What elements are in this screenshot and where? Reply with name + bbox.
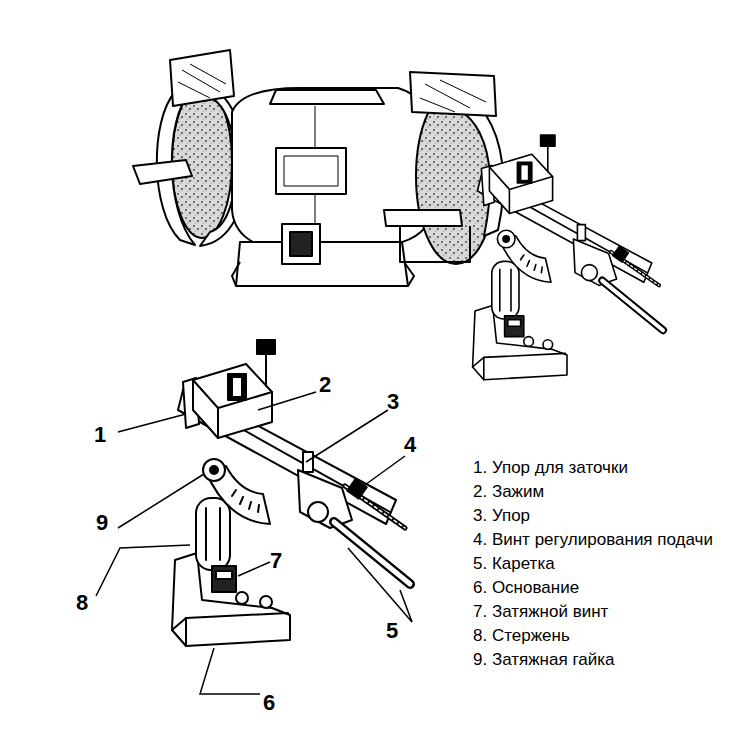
callout-number: 6 xyxy=(263,692,275,714)
callout-number: 3 xyxy=(387,391,399,413)
parts-list-item: 1. Упор для заточки xyxy=(473,456,721,480)
leader-lines xyxy=(96,392,412,694)
callout-number: 5 xyxy=(386,620,398,642)
parts-list-item: 3. Упор xyxy=(473,504,721,528)
parts-list-item: 9. Затяжная гайка xyxy=(473,648,721,672)
callout-number: 1 xyxy=(94,424,106,446)
callout-number: 9 xyxy=(96,512,108,534)
parts-list-item: 2. Зажим xyxy=(473,480,721,504)
callout-number: 8 xyxy=(76,592,88,614)
callout-number: 7 xyxy=(270,550,282,572)
parts-list-item: 8. Стержень xyxy=(473,624,721,648)
parts-list-item: 4. Винт регулирования подачи xyxy=(473,528,721,552)
parts-list-item: 7. Затяжной винт xyxy=(473,600,721,624)
callout-number: 4 xyxy=(404,434,416,456)
callout-number: 2 xyxy=(319,374,331,396)
parts-list-item: 6. Основание xyxy=(473,576,721,600)
parts-list-item: 5. Каретка xyxy=(473,552,721,576)
